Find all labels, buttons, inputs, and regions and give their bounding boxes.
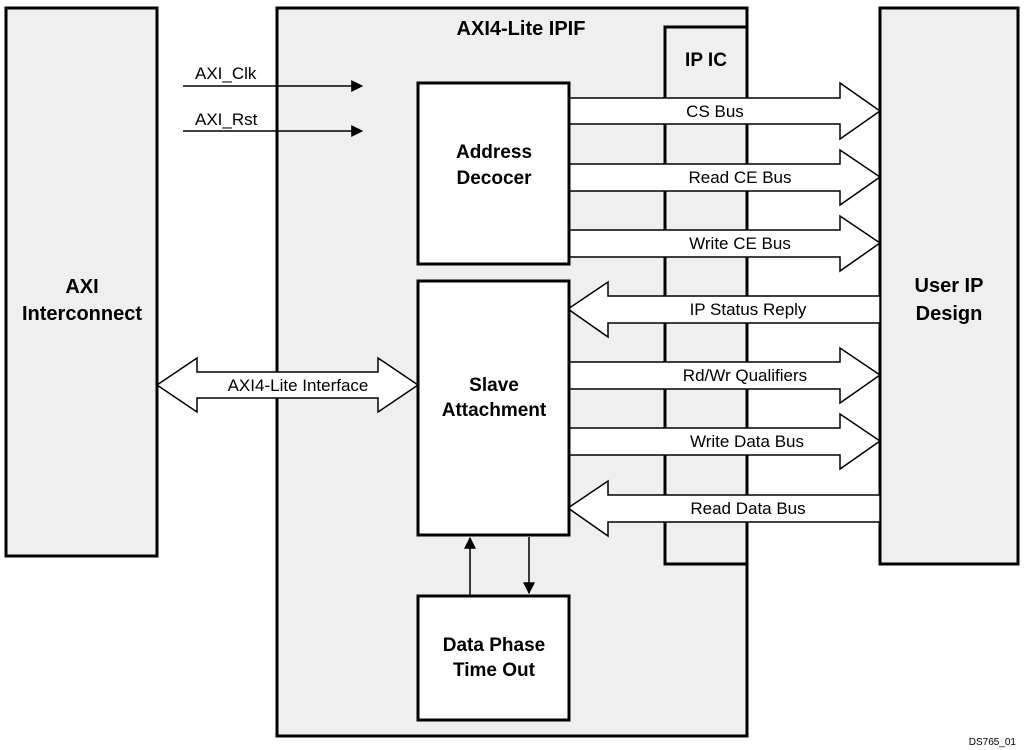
figure-id: DS765_01 [969, 737, 1017, 748]
data-phase-timeout-label-line2: Time Out [453, 660, 536, 681]
clk-label: AXI_Clk [195, 64, 257, 83]
slave-attachment-label-line1: Slave [469, 375, 519, 396]
bus-read-data: Read Data Bus [566, 479, 881, 538]
data-phase-timeout-block: Data Phase Time Out [416, 594, 571, 722]
bus-read-data-label: Read Data Bus [690, 499, 805, 518]
user-ip-block: User IP Design [878, 6, 1020, 566]
bus-read-ce-arrow [567, 148, 882, 207]
ipic-title: IP IC [685, 50, 727, 71]
bus-cs: CS Bus [567, 81, 882, 141]
bus-write-ce: Write CE Bus [567, 214, 882, 273]
bus-rdwr-qualifiers-arrow [567, 346, 882, 405]
bus-write-data: Write Data Bus [567, 412, 882, 471]
ipif-title: AXI4-Lite IPIF [457, 18, 586, 40]
bus-write-ce-arrow [567, 214, 882, 273]
bus-write-data-arrow [567, 412, 882, 471]
bus-rdwr-qualifiers: Rd/Wr Qualifiers [567, 346, 882, 405]
rst-label: AXI_Rst [195, 110, 258, 129]
user-ip-label-line1: User IP [915, 275, 984, 297]
bus-write-ce-label: Write CE Bus [689, 234, 791, 253]
bus-read-data-arrow [566, 479, 881, 538]
bus-write-data-label: Write Data Bus [690, 432, 804, 451]
slave-attachment-label-line2: Attachment [442, 400, 547, 421]
bus-ip-status-reply-arrow [566, 280, 881, 339]
bus-rdwr-qualifiers-label: Rd/Wr Qualifiers [683, 366, 807, 385]
rst-signal: AXI_Rst [183, 110, 364, 137]
axi-lite-interface-label: AXI4-Lite Interface [228, 376, 369, 395]
address-decoder-block: Address Decocer [416, 81, 571, 266]
axi-interconnect-label-line1: AXI [65, 276, 98, 298]
data-phase-timeout-label-line1: Data Phase [443, 635, 545, 656]
bus-ip-status-reply-label: IP Status Reply [690, 300, 807, 319]
bus-read-ce: Read CE Bus [567, 148, 882, 207]
user-ip-label-line2: Design [916, 303, 983, 325]
address-decoder-label-line2: Decocer [457, 168, 533, 189]
axi-interconnect-block: AXI Interconnect [4, 6, 159, 558]
bus-cs-label: CS Bus [686, 102, 744, 121]
bus-cs-arrow [567, 81, 882, 141]
clk-signal: AXI_Clk [183, 64, 364, 92]
bus-ip-status-reply: IP Status Reply [566, 280, 881, 339]
address-decoder-label-line1: Address [456, 142, 532, 163]
bus-read-ce-label: Read CE Bus [689, 168, 792, 187]
axi-interconnect-label-line2: Interconnect [22, 303, 142, 325]
slave-attachment-block: Slave Attachment [416, 279, 571, 537]
